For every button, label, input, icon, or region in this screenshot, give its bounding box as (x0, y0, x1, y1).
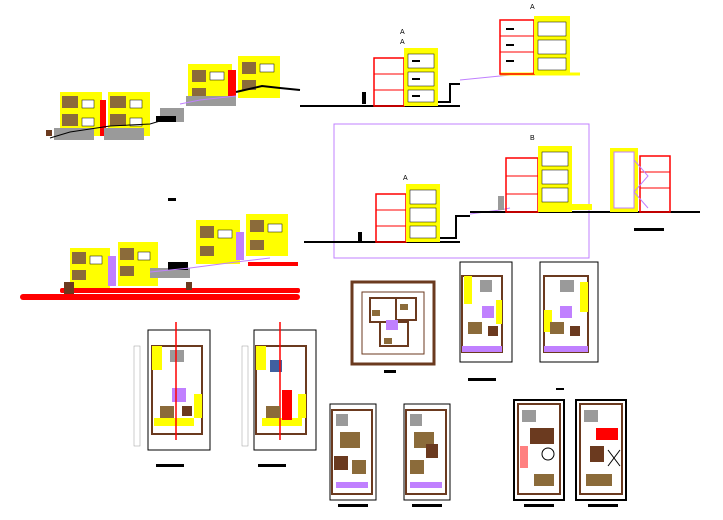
isometric-view-2 (20, 214, 300, 300)
view-title-bar (168, 198, 176, 201)
isometric-view-1 (46, 56, 301, 140)
floor-plan-pair-left (133, 322, 317, 467)
section-label-b: B (530, 135, 535, 142)
site-plan-icon (350, 280, 436, 373)
floor-plan-pair-bottom (329, 403, 451, 507)
section-label-a4: A (403, 175, 408, 182)
elevation-top: A A A (300, 4, 580, 107)
floor-plan-pair-right (513, 399, 627, 507)
view-frame-icon (333, 123, 590, 259)
section-label-a2: A (400, 39, 405, 46)
section-label-a1: A (400, 29, 405, 36)
floor-plan-pair-top (459, 261, 599, 390)
section-label-a3: A (530, 4, 535, 11)
elevation-framed: A B (304, 123, 700, 259)
